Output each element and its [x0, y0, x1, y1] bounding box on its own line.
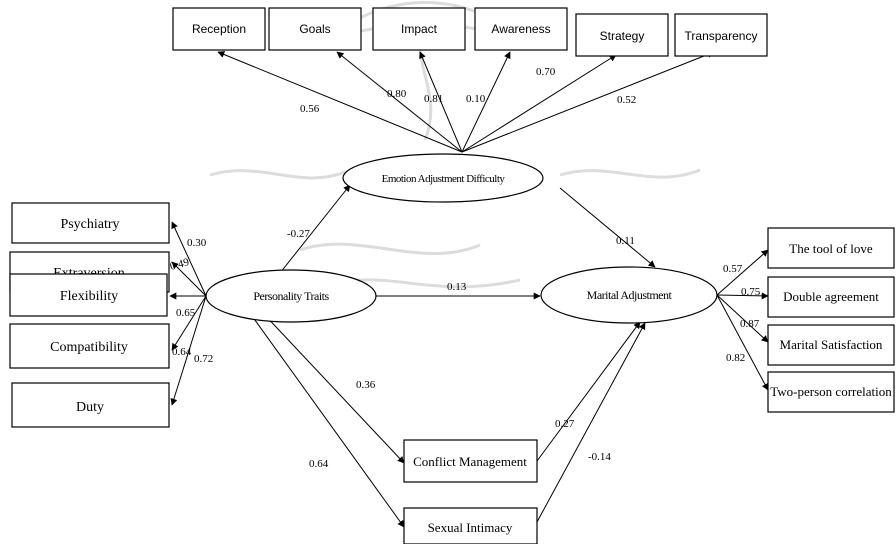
label-conflict-management: Conflict Management	[413, 454, 527, 469]
label-double-agreement: Double agreement	[783, 289, 879, 304]
coef-two-person-correlation: 0.82	[726, 352, 745, 364]
coef-pt-sexual: 0.64	[309, 458, 329, 470]
node-conflict-management: Conflict Management	[403, 439, 538, 483]
coef-marital-satisfaction: 0.87	[740, 318, 760, 330]
edge-two-person-correlation	[716, 294, 769, 391]
coef-pt-conflict: 0.36	[356, 379, 376, 391]
edge-psychiatry	[171, 221, 207, 297]
label-compatibility: Compatibility	[50, 340, 128, 355]
edge-impact	[419, 51, 463, 153]
label-duty: Duty	[76, 400, 104, 415]
label-emotion-difficulty: Emotion Adjustment Difficulty	[382, 173, 506, 185]
node-emotion-difficulty: Emotion Adjustment Difficulty	[342, 153, 544, 203]
coef-pt-ma: 0.13	[447, 281, 467, 293]
edge-duty	[170, 295, 207, 406]
coef-duty: 0.72	[194, 353, 213, 365]
coef-awareness: 0.10	[466, 93, 486, 105]
label-psychiatry: Psychiatry	[60, 217, 119, 232]
coef-tool-of-love: 0.57	[723, 263, 743, 275]
node-flexibility: Flexibility	[9, 273, 168, 317]
edge-extraversion	[171, 261, 207, 297]
edge-pt-sexual	[251, 315, 405, 528]
label-sexual-intimacy: Sexual Intimacy	[428, 520, 513, 535]
node-tool-of-love: The tool of love	[767, 227, 895, 269]
node-compatibility: Compatibility	[9, 323, 170, 369]
node-reception: Reception	[172, 7, 266, 51]
coef-emotion-ma: 0.11	[616, 235, 635, 247]
label-awareness: Awareness	[491, 22, 550, 36]
label-impact: Impact	[401, 22, 438, 36]
label-two-person-correlation: Two-person correlation	[770, 384, 892, 399]
edge-awareness	[461, 51, 511, 153]
label-strategy: Strategy	[600, 29, 645, 43]
edge-goals	[336, 51, 463, 153]
label-personality-traits: Personality Traits	[253, 289, 329, 303]
coef-transparency: 0.52	[617, 94, 636, 106]
edge-strategy	[461, 54, 617, 153]
node-marital-adjustment: Marital Adjustment	[540, 266, 718, 324]
coef-flexibility: 0.65	[176, 307, 196, 319]
label-marital-adjustment: Marital Adjustment	[587, 288, 673, 302]
edge-emotion-ma	[559, 187, 656, 268]
edge-tool-of-love	[716, 249, 769, 296]
coef-extraversion: 0.49	[169, 256, 191, 273]
node-psychiatry: Psychiatry	[11, 202, 170, 244]
coef-double-agreement: 0.75	[741, 286, 761, 298]
node-transparency: Transparency	[674, 13, 768, 57]
edge-compatibility	[171, 295, 207, 351]
edge-pt-emotion	[279, 184, 351, 274]
node-two-person-correlation: Two-person correlation	[767, 371, 895, 413]
edge-reception	[217, 51, 463, 153]
coef-strategy: 0.70	[536, 66, 556, 78]
edge-sexual-ma	[536, 322, 646, 523]
coef-pt-emotion: -0.27	[287, 228, 310, 240]
coef-impact: 0.81	[424, 93, 443, 105]
coef-goals: 0.80	[387, 88, 407, 100]
coef-conflict-ma: 0.27	[555, 418, 575, 430]
node-sexual-intimacy: Sexual Intimacy	[403, 507, 538, 544]
edges	[169, 51, 769, 528]
node-double-agreement: Double agreement	[767, 276, 895, 318]
coefficients: 0.56 0.80 0.81 0.10 0.70 0.52 -0.27 0.11…	[169, 66, 761, 470]
label-marital-satisfaction: Marital Satisfaction	[780, 337, 883, 352]
label-flexibility: Flexibility	[60, 289, 118, 304]
node-impact: Impact	[372, 7, 466, 51]
coef-psychiatry: 0.30	[187, 237, 207, 249]
edge-pt-conflict	[261, 311, 405, 464]
coef-compatibility: 0.64	[172, 346, 192, 358]
node-awareness: Awareness	[474, 7, 568, 51]
edge-marital-satisfaction	[716, 294, 769, 343]
edge-conflict-ma	[536, 321, 641, 462]
coef-reception: 0.56	[300, 103, 320, 115]
node-personality-traits: Personality Traits	[205, 269, 377, 323]
label-tool-of-love: The tool of love	[789, 241, 873, 256]
node-strategy: Strategy	[575, 13, 669, 57]
edge-double-agreement	[716, 292, 769, 300]
edge-transparency	[461, 51, 715, 153]
node-marital-satisfaction: Marital Satisfaction	[767, 324, 895, 366]
node-goals: Goals	[268, 7, 362, 51]
label-transparency: Transparency	[685, 29, 758, 43]
node-duty: Duty	[11, 382, 170, 428]
label-goals: Goals	[299, 22, 330, 36]
label-reception: Reception	[192, 22, 246, 36]
coef-sexual-ma: -0.14	[588, 451, 611, 463]
